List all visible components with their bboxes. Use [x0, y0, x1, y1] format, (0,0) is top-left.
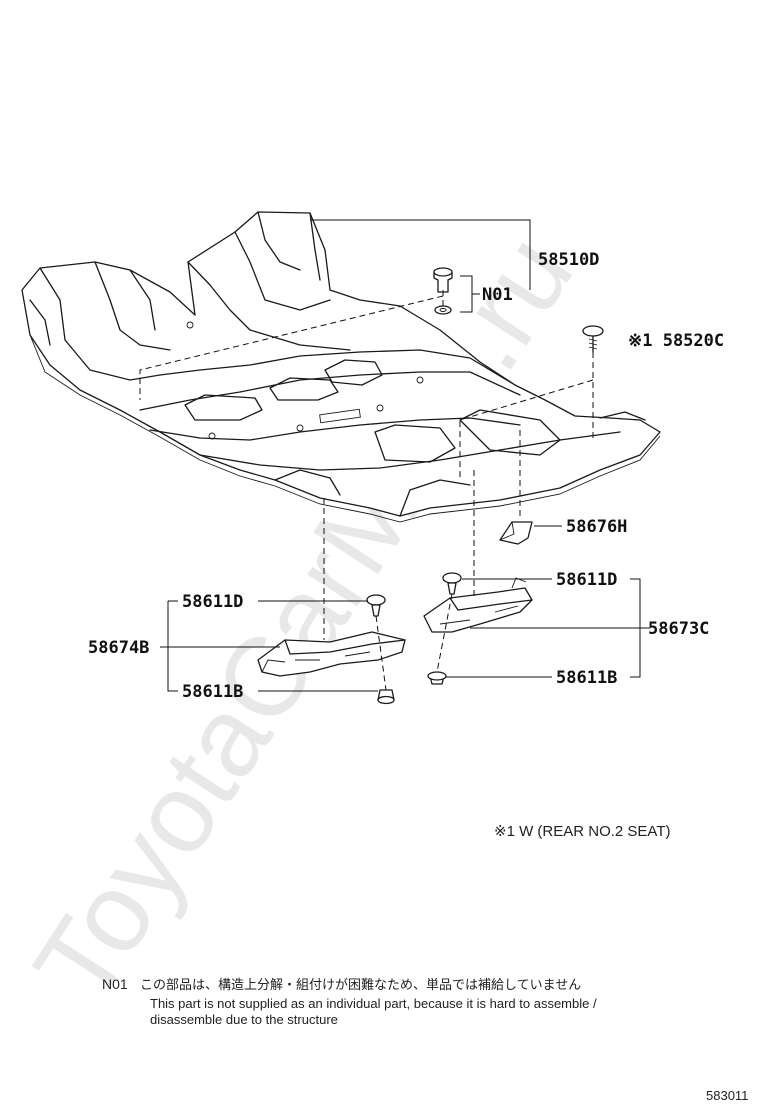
screw-58520c-drawing — [582, 325, 604, 353]
note-code: N01 — [102, 976, 128, 992]
left-upper-clip-drawing — [366, 594, 386, 617]
left-tray-drawing — [257, 631, 406, 677]
installation-dashed-lines — [139, 290, 594, 691]
right-tray-drawing — [423, 577, 533, 633]
label-58510d: 58510D — [538, 250, 599, 270]
floor-carpet-drawing — [21, 211, 661, 523]
label-58674b: 58674B — [88, 638, 149, 658]
label-right-58611d: 58611D — [556, 570, 617, 590]
label-58520c: ※1 58520C — [628, 331, 724, 351]
leader-lines — [160, 219, 650, 692]
note-english-line1: This part is not supplied as an individu… — [150, 996, 597, 1011]
clip-58676h-drawing — [499, 521, 533, 545]
label-58676h: 58676H — [566, 517, 627, 537]
right-upper-clip-drawing — [442, 572, 462, 595]
label-n01: N01 — [482, 285, 513, 305]
label-left-58611d: 58611D — [182, 592, 243, 612]
note-japanese: この部品は、構造上分解・組付けが困難なため、単品では補給していません — [140, 977, 581, 992]
footnote-rear-seat: ※1 W (REAR NO.2 SEAT) — [494, 823, 670, 840]
right-lower-clip-drawing — [427, 671, 447, 685]
note-english-line2: disassemble due to the structure — [150, 1012, 338, 1027]
diagram-id: 583011 — [706, 1088, 748, 1103]
label-58673c: 58673C — [648, 619, 709, 639]
label-left-58611b: 58611B — [182, 682, 243, 702]
n01-clip-drawing — [433, 267, 453, 315]
label-right-58611b: 58611B — [556, 668, 617, 688]
left-lower-clip-drawing — [377, 689, 395, 705]
